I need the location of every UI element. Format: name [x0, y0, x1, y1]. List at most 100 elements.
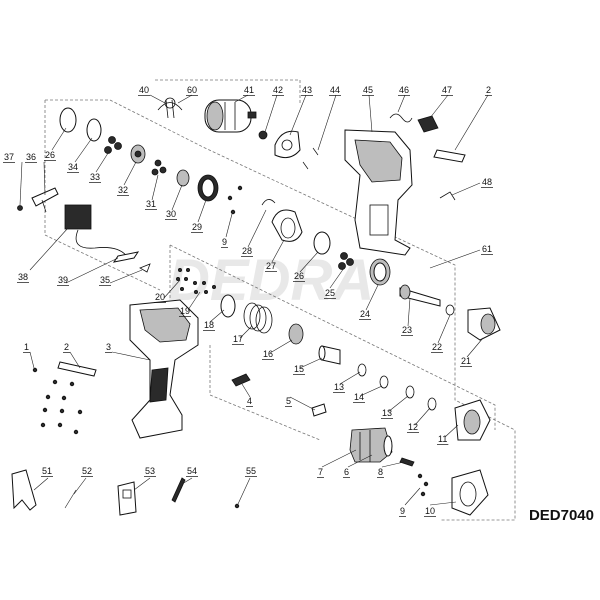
label-26-top: 26 — [45, 150, 55, 160]
label-32: 32 — [118, 185, 128, 195]
part-37-switch — [64, 204, 129, 259]
part-51-belt-clip — [11, 469, 37, 511]
part-28-small-screws — [227, 185, 243, 215]
label-39: 35 — [100, 275, 110, 285]
part-16-ring — [288, 323, 304, 345]
label-25: 25 — [325, 288, 335, 298]
part-13-washer-2 — [405, 385, 415, 399]
label-30: 30 — [166, 209, 176, 219]
part-48-clip — [439, 191, 456, 201]
part-40-clip — [157, 97, 183, 119]
label-1: 1 — [24, 342, 29, 352]
part-46-spring — [389, 113, 413, 123]
part-34-ring — [86, 118, 102, 142]
label-20: 20 — [155, 292, 165, 302]
label-16: 16 — [263, 349, 273, 359]
label-12: 12 — [408, 422, 418, 432]
part-30-gear — [176, 169, 190, 187]
label-28: 28 — [242, 246, 252, 256]
part-4-switch-knob — [231, 373, 251, 387]
part-12-circlip — [427, 397, 437, 411]
part-20-screws — [175, 267, 216, 294]
label-43: 43 — [302, 85, 312, 95]
part-9-screws — [417, 473, 429, 497]
label-37: 38 — [18, 272, 28, 282]
part-5-pin — [311, 403, 327, 417]
label-40: 40 — [139, 85, 149, 95]
label-46: 46 — [399, 85, 409, 95]
label-8: 8 — [378, 467, 383, 477]
part-24-clutch-ring — [369, 258, 391, 286]
label-14: 14 — [354, 392, 364, 402]
label-60: 60 — [187, 85, 197, 95]
part-45-housing — [344, 129, 413, 256]
part-17-spring-rings — [243, 302, 273, 334]
part-15-sleeve — [318, 345, 341, 365]
label-9: 9 — [400, 506, 405, 516]
part-29-ring-gear — [197, 174, 219, 202]
part-53-bit-holder — [117, 481, 137, 516]
label-17: 17 — [233, 334, 243, 344]
part-38-plate — [112, 251, 140, 263]
label-44: 44 — [330, 85, 340, 95]
label-2-top: 2 — [486, 85, 491, 95]
label-26-mid: 26 — [294, 271, 304, 281]
callout-labels: 40 60 41 42 43 44 45 46 47 2 48 61 26 34… — [3, 85, 494, 517]
label-22: 22 — [432, 342, 442, 352]
label-3: 3 — [106, 342, 111, 352]
part-26-washer — [59, 107, 77, 133]
part-2-label-plate — [433, 149, 466, 163]
part-43-plate — [274, 130, 301, 159]
label-13-b: 13 — [382, 408, 392, 418]
part-31-pins — [151, 159, 167, 176]
label-15: 15 — [294, 364, 304, 374]
label-4: 4 — [247, 396, 252, 406]
part-1-screws — [32, 367, 83, 435]
part-25-balls — [338, 252, 354, 270]
part-18-washer — [220, 294, 236, 318]
label-61: 61 — [482, 244, 492, 254]
label-33: 33 — [90, 172, 100, 182]
label-42: 42 — [273, 85, 283, 95]
part-55-screw — [234, 503, 240, 509]
part-35-bracket — [31, 187, 59, 213]
label-35: 36 — [26, 152, 36, 162]
part-14-washer — [379, 375, 389, 389]
label-5: 5 — [286, 396, 291, 406]
label-2-side: 2 — [64, 342, 69, 352]
model-code: DED7040 — [528, 507, 594, 524]
part-11-collar — [454, 399, 491, 441]
part-28-spring — [261, 199, 276, 206]
label-51: 51 — [42, 466, 52, 476]
leader-lines — [19, 94, 489, 506]
label-18: 18 — [204, 320, 214, 330]
part-52-screwdriver-bit — [64, 489, 77, 509]
part-42-bearing — [258, 130, 268, 140]
label-19: 19 — [180, 306, 190, 316]
part-7-chuck — [349, 427, 393, 463]
label-10: 10 — [425, 506, 435, 516]
label-41: 41 — [244, 85, 254, 95]
label-34: 34 — [68, 162, 78, 172]
label-54: 54 — [187, 466, 197, 476]
label-52: 52 — [82, 466, 92, 476]
label-38: 39 — [58, 275, 68, 285]
part-39-clip — [139, 263, 151, 273]
label-31: 31 — [146, 199, 156, 209]
part-8-screw — [399, 457, 415, 467]
part-26-washer-2 — [313, 231, 331, 255]
label-29: 29 — [192, 222, 202, 232]
part-47-button — [417, 115, 439, 133]
label-6: 6 — [344, 467, 349, 477]
part-13-washer — [357, 363, 367, 377]
part-3-housing — [129, 299, 199, 439]
label-48: 48 — [482, 177, 492, 187]
label-13-a: 13 — [334, 382, 344, 392]
part-44-screws — [302, 147, 319, 170]
label-36: 37 — [4, 152, 14, 162]
label-21: 21 — [461, 356, 471, 366]
label-45: 45 — [363, 85, 373, 95]
label-27: 27 — [266, 261, 276, 271]
watermark: DEDRA — [168, 248, 374, 313]
